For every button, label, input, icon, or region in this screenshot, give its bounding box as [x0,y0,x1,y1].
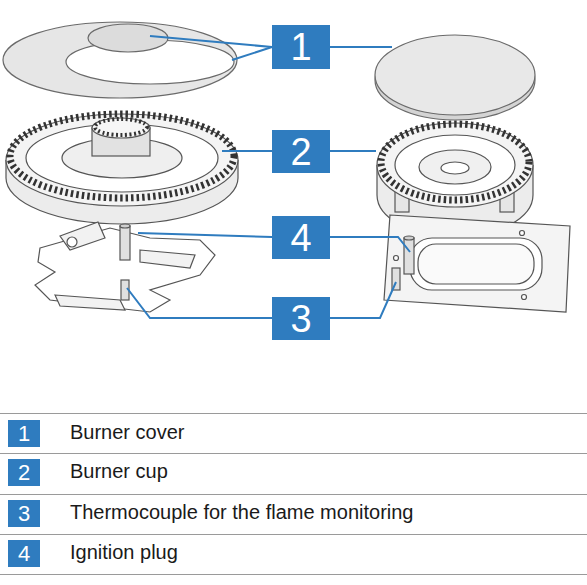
callout-text: 2 [290,133,311,171]
table-rules [0,414,587,575]
callout-number: 2 [272,130,330,173]
callout-number: 3 [272,297,330,340]
callout-text: 1 [18,423,30,445]
callout-text: 3 [290,300,311,338]
burner-cup-left [6,114,238,224]
callout-text: 4 [290,219,311,257]
callout-number: 4 [272,216,330,259]
part-name: Burner cover [70,419,185,446]
callout-number: 2 [8,459,40,486]
callout-number: 1 [8,420,40,447]
burner-base-right [384,215,570,312]
part-name: Ignition plug [70,539,178,566]
callout-text: 4 [18,543,30,565]
part-name: Thermocouple for the flame monitoring [70,499,414,526]
callout-text: 3 [18,503,30,525]
callout-text: 1 [290,28,311,66]
burner-base-left [35,222,215,312]
part-name: Burner cup [70,458,168,485]
burner-cover-right [375,35,535,120]
leader-lines [127,36,410,318]
callout-number: 4 [8,540,40,567]
burner-cover-left [3,22,237,98]
callout-number: 1 [272,25,330,69]
callout-text: 2 [18,462,30,484]
callout-number: 3 [8,500,40,527]
